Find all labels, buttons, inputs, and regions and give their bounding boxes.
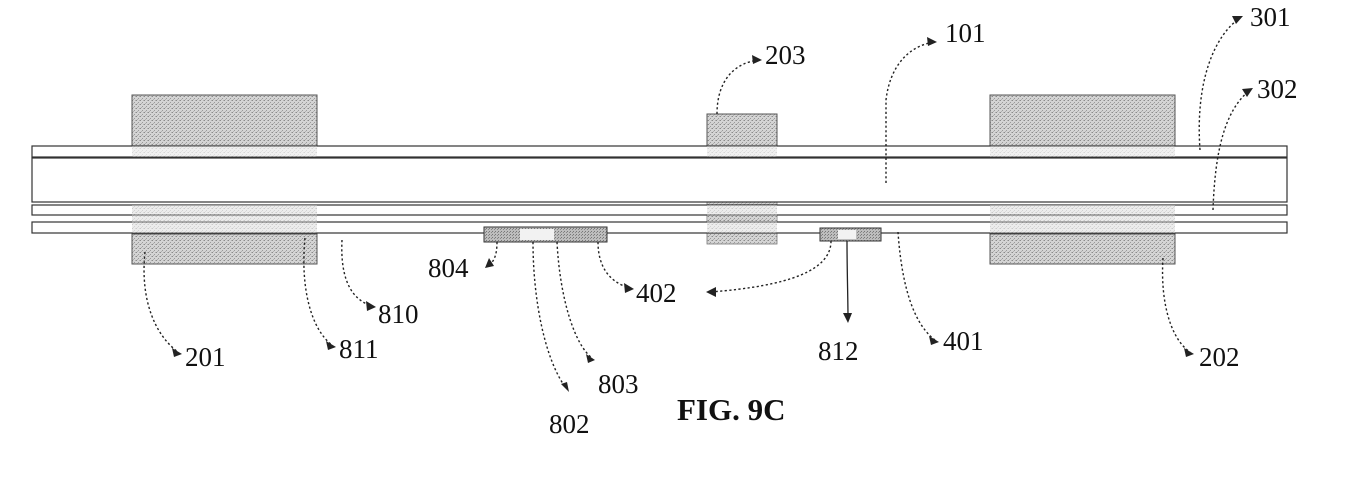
overlap-shade-top-left <box>132 146 317 157</box>
leader-810 <box>342 240 372 306</box>
leader-203 <box>717 60 760 114</box>
arrow-402-left <box>624 283 634 293</box>
overlap-shade-top-right <box>990 146 1175 157</box>
label-201: 201 <box>185 342 226 372</box>
leader-401 <box>898 232 935 340</box>
electrode-201-bottom <box>132 234 317 264</box>
pad-812-gap <box>838 230 856 239</box>
label-812: 812 <box>818 336 859 366</box>
electrode-201-top <box>132 95 317 146</box>
leader-202 <box>1163 258 1190 352</box>
leader-402-right <box>710 241 831 292</box>
label-401: 401 <box>943 326 984 356</box>
overlap-shade-left <box>132 205 317 233</box>
overlap-shade-right <box>990 205 1175 233</box>
electrode-202-top <box>990 95 1175 146</box>
arrow-811 <box>326 341 336 350</box>
arrow-810 <box>366 301 376 311</box>
block-203 <box>707 114 777 146</box>
leader-201 <box>144 252 178 352</box>
label-202: 202 <box>1199 342 1240 372</box>
arrow-803 <box>586 354 595 363</box>
label-804: 804 <box>428 253 469 283</box>
arrow-202 <box>1184 348 1194 357</box>
electrode-202-bottom <box>990 234 1175 264</box>
arrow-101 <box>927 37 937 46</box>
pad-802-gap <box>520 229 554 240</box>
label-810: 810 <box>378 299 419 329</box>
arrow-812 <box>843 313 852 323</box>
label-301: 301 <box>1250 2 1291 32</box>
figure-title: FIG. 9C <box>677 392 786 427</box>
leader-812 <box>847 241 848 318</box>
label-402: 402 <box>636 278 677 308</box>
leader-802 <box>533 242 566 388</box>
label-203: 203 <box>765 40 806 70</box>
layer-101 <box>32 158 1287 202</box>
arrow-401 <box>929 336 939 345</box>
overlap-shade-top-center <box>707 146 777 157</box>
leader-301 <box>1199 18 1240 150</box>
label-302: 302 <box>1257 74 1298 104</box>
arrow-201 <box>172 348 182 357</box>
arrow-802 <box>561 382 569 392</box>
label-811: 811 <box>339 334 379 364</box>
leader-402-left <box>598 242 630 288</box>
label-101: 101 <box>945 18 986 48</box>
leader-803 <box>557 242 592 358</box>
label-803: 803 <box>598 369 639 399</box>
overlap-shade-center <box>707 205 777 233</box>
arrow-402-right <box>706 287 716 297</box>
label-802: 802 <box>549 409 590 439</box>
arrow-804 <box>485 258 494 268</box>
arrow-203 <box>752 55 762 64</box>
